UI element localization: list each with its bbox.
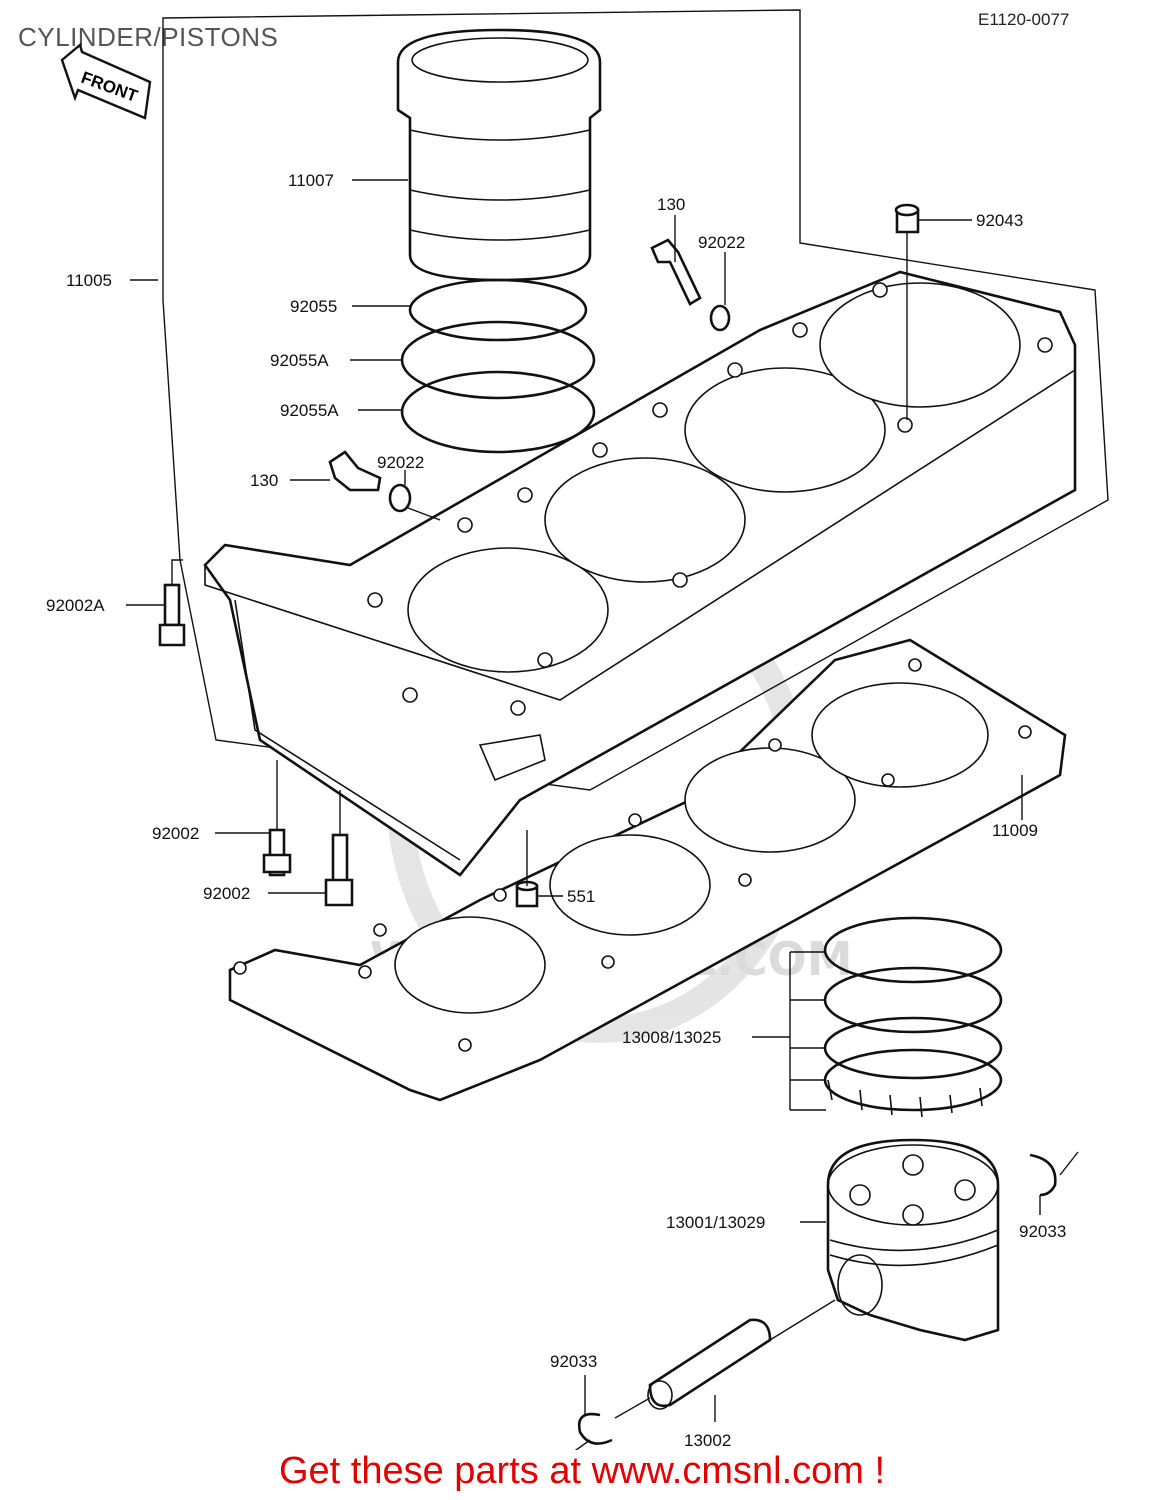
piston-pin-part bbox=[647, 1318, 772, 1410]
bolt-left-part bbox=[328, 450, 412, 513]
base-gasket-part bbox=[228, 638, 1067, 1102]
label-92055A-lower[interactable]: 92055A bbox=[280, 401, 339, 420]
leader-lines bbox=[126, 179, 1079, 1450]
diagram-title: CYLINDER/PISTONS bbox=[18, 22, 279, 52]
label-92002-lower[interactable]: 92002 bbox=[203, 884, 250, 903]
cylinder-liner-part bbox=[396, 28, 602, 282]
stud-bolt-92002A-part bbox=[158, 583, 186, 647]
label-11007[interactable]: 11007 bbox=[288, 171, 334, 190]
o-rings-part bbox=[400, 278, 596, 454]
label-92055A-upper[interactable]: 92055A bbox=[270, 351, 329, 370]
label-92055[interactable]: 92055 bbox=[290, 297, 337, 316]
bolts-92002-part bbox=[262, 828, 354, 907]
label-92022-top[interactable]: 92022 bbox=[698, 233, 745, 252]
part-labels: 11007 11005 92055 92055A 92055A 130 9202… bbox=[46, 171, 1066, 1450]
piston-part bbox=[826, 1138, 1000, 1342]
label-92002-upper[interactable]: 92002 bbox=[152, 824, 199, 843]
assembly-frame bbox=[162, 9, 1109, 791]
label-11009[interactable]: 11009 bbox=[992, 821, 1038, 840]
label-92022-left[interactable]: 92022 bbox=[377, 453, 424, 472]
label-92002A[interactable]: 92002A bbox=[46, 596, 105, 615]
cmsnl-footer-link[interactable]: Get these parts at www.cmsnl.com ! bbox=[278, 1450, 886, 1492]
diagram-code: E1120-0077 bbox=[978, 10, 1070, 29]
parts-diagram: WWW.CMSNL.COM FRONT bbox=[46, 9, 1109, 1450]
label-11005[interactable]: 11005 bbox=[66, 271, 112, 290]
label-13001-13029[interactable]: 13001/13029 bbox=[666, 1213, 765, 1232]
circlip-right-part bbox=[1029, 1153, 1057, 1197]
dowel-top-part bbox=[894, 203, 920, 234]
cylinder-block-part bbox=[203, 270, 1077, 877]
label-130-top[interactable]: 130 bbox=[657, 195, 685, 214]
label-13002[interactable]: 13002 bbox=[684, 1431, 731, 1450]
label-92033-right[interactable]: 92033 bbox=[1019, 1222, 1066, 1241]
label-551[interactable]: 551 bbox=[567, 887, 595, 906]
label-13008-13025[interactable]: 13008/13025 bbox=[622, 1028, 721, 1047]
front-arrow: FRONT bbox=[60, 42, 152, 120]
bolt-top-part bbox=[650, 238, 731, 332]
label-92033-left[interactable]: 92033 bbox=[550, 1352, 597, 1371]
label-92043[interactable]: 92043 bbox=[976, 211, 1023, 230]
label-130-left[interactable]: 130 bbox=[250, 471, 278, 490]
circlip-left-part bbox=[577, 1412, 613, 1445]
